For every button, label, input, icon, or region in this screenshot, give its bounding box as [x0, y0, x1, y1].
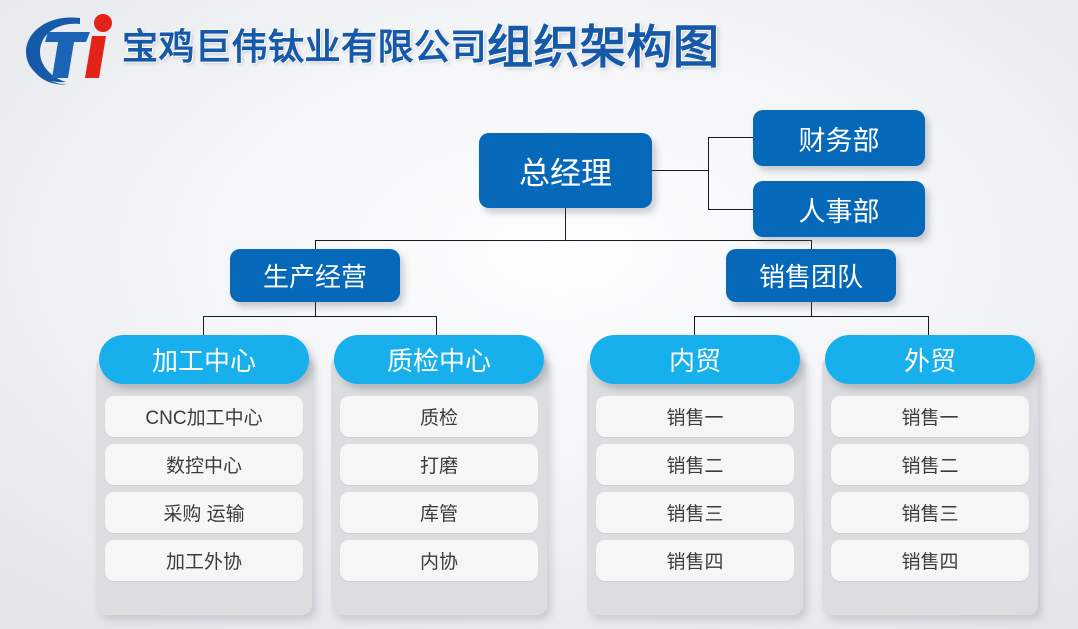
- list-item-label: 销售四: [901, 552, 959, 573]
- list-item[interactable]: 销售四: [831, 540, 1029, 581]
- list-item[interactable]: 销售一: [831, 396, 1029, 437]
- list-item[interactable]: 加工外协: [105, 540, 303, 581]
- list-item-label: 打磨: [419, 456, 458, 477]
- juwei-titanium-logo-icon: [26, 14, 112, 85]
- list-item-label: CNC加工中心: [145, 408, 263, 429]
- chart-header: 宝鸡巨伟钛业有限公司 组织架构图: [0, 0, 1078, 95]
- connector-to-hr: [708, 209, 754, 210]
- list-item-label: 销售三: [666, 504, 724, 525]
- list-item[interactable]: 销售三: [831, 492, 1029, 533]
- column-foreign-trade: 外贸 销售一 销售二 销售三 销售四: [822, 335, 1038, 615]
- connector-gm-drop: [565, 208, 566, 241]
- column-domestic-trade: 内贸 销售一 销售二 销售三 销售四: [587, 335, 803, 615]
- chart-title-text: 组织架构图: [487, 21, 720, 73]
- column-header-machining-center[interactable]: 加工中心: [99, 335, 309, 384]
- node-hr-department[interactable]: 人事部: [753, 181, 925, 237]
- list-item-label: 内协: [419, 552, 458, 573]
- list-item-label: 销售二: [666, 456, 724, 477]
- connector-to-sales: [811, 240, 812, 250]
- connector-to-production: [315, 240, 316, 250]
- node-finance-department[interactable]: 财务部: [753, 110, 925, 166]
- list-item[interactable]: 打磨: [340, 444, 538, 485]
- column-header-label: 内贸: [668, 346, 721, 376]
- node-production-operations[interactable]: 生产经营: [230, 249, 400, 302]
- list-item-label: 加工外协: [165, 552, 242, 573]
- list-item-label: 销售二: [901, 456, 959, 477]
- column-qc-center: 质检中心 质检 打磨 库管 内协: [331, 335, 547, 615]
- node-general-manager[interactable]: 总经理: [479, 133, 652, 208]
- list-item[interactable]: 库管: [340, 492, 538, 533]
- connector-gm-to-staff-stub: [652, 170, 709, 171]
- column-item-list: 销售一 销售二 销售三 销售四: [831, 396, 1029, 581]
- connector-to-qc-center: [436, 316, 437, 338]
- connector-to-finance: [708, 137, 754, 138]
- list-item-label: 质检: [419, 408, 458, 429]
- connector-production-drop: [315, 302, 316, 317]
- node-production-operations-label: 生产经营: [262, 262, 367, 292]
- node-hr-department-label: 人事部: [798, 196, 880, 227]
- list-item[interactable]: 采购 运输: [105, 492, 303, 533]
- column-item-list: 销售一 销售二 销售三 销售四: [596, 396, 794, 581]
- node-general-manager-label: 总经理: [519, 156, 612, 191]
- node-sales-team[interactable]: 销售团队: [726, 249, 896, 302]
- connector-to-foreign-trade: [928, 316, 929, 338]
- connector-to-domestic-trade: [694, 316, 695, 338]
- connector-staff-spine: [708, 137, 709, 210]
- node-sales-team-label: 销售团队: [758, 262, 863, 292]
- connector-division-bus: [315, 240, 812, 241]
- list-item-label: 销售四: [666, 552, 724, 573]
- column-header-domestic-trade[interactable]: 内贸: [590, 335, 800, 384]
- column-header-foreign-trade[interactable]: 外贸: [825, 335, 1035, 384]
- list-item[interactable]: 销售二: [831, 444, 1029, 485]
- company-name-text: 宝鸡巨伟钛业有限公司: [122, 26, 488, 67]
- connector-sales-bus: [694, 316, 928, 317]
- column-item-list: CNC加工中心 数控中心 采购 运输 加工外协: [105, 396, 303, 581]
- column-header-label: 外贸: [903, 346, 956, 376]
- column-header-label: 质检中心: [386, 346, 491, 376]
- list-item-label: 采购 运输: [163, 504, 245, 525]
- list-item-label: 库管: [419, 504, 458, 525]
- list-item[interactable]: 销售四: [596, 540, 794, 581]
- column-item-list: 质检 打磨 库管 内协: [340, 396, 538, 581]
- list-item[interactable]: 数控中心: [105, 444, 303, 485]
- connector-to-machining-center: [203, 316, 204, 338]
- list-item[interactable]: 质检: [340, 396, 538, 437]
- list-item-label: 销售三: [901, 504, 959, 525]
- node-finance-department-label: 财务部: [798, 125, 880, 156]
- column-machining-center: 加工中心 CNC加工中心 数控中心 采购 运输 加工外协: [96, 335, 312, 615]
- connector-sales-drop: [811, 302, 812, 317]
- connector-production-bus: [203, 316, 436, 317]
- column-header-qc-center[interactable]: 质检中心: [334, 335, 544, 384]
- list-item[interactable]: 内协: [340, 540, 538, 581]
- list-item-label: 销售一: [666, 408, 724, 429]
- list-item[interactable]: CNC加工中心: [105, 396, 303, 437]
- column-header-label: 加工中心: [151, 346, 256, 376]
- company-logo: [18, 8, 126, 88]
- list-item-label: 销售一: [901, 408, 959, 429]
- list-item[interactable]: 销售二: [596, 444, 794, 485]
- list-item[interactable]: 销售一: [596, 396, 794, 437]
- page-title: 宝鸡巨伟钛业有限公司 组织架构图: [122, 13, 720, 75]
- list-item-label: 数控中心: [165, 456, 242, 477]
- list-item[interactable]: 销售三: [596, 492, 794, 533]
